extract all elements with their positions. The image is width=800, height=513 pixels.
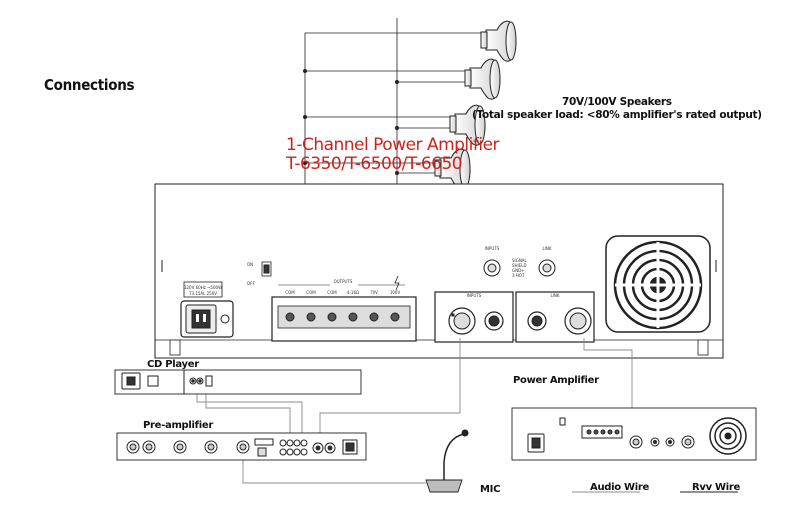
cd-player-label: CD Player — [147, 359, 199, 370]
slave-power-amplifier-device — [511, 407, 757, 461]
svg-text:3 HOT: 3 HOT — [512, 273, 525, 278]
power-amplifier-label: Power Amplifier — [513, 375, 599, 386]
mic-label: MIC — [480, 484, 501, 495]
speakers-caption-line1: 70V/100V Speakers — [562, 96, 672, 108]
amplifier-model-numbers: T-6350/T-6500/T-6650 — [286, 154, 463, 174]
svg-text:100V: 100V — [390, 290, 401, 295]
audio-wire-legend: Audio Wire — [590, 482, 649, 493]
svg-text:70V: 70V — [370, 290, 378, 295]
svg-text:COM: COM — [285, 290, 295, 295]
svg-text:GND+: GND+ — [512, 268, 525, 273]
microphone — [425, 429, 469, 493]
svg-text:OFF: OFF — [247, 281, 255, 286]
wire-junction-dots — [303, 69, 399, 175]
cooling-fan-grille — [605, 235, 711, 333]
speakers-caption-line2: (Total speaker load: <80% amplifier's ra… — [472, 109, 762, 121]
power-inlet: 120V 60Hz ~500W T3.15AL 250V — [180, 281, 234, 338]
power-switch: ON OFF — [247, 261, 272, 286]
pre-amplifier-device — [116, 432, 367, 461]
svg-text:COM: COM — [327, 290, 337, 295]
horn-speaker — [434, 148, 471, 190]
svg-text:COM: COM — [306, 290, 316, 295]
cd-player-device — [114, 369, 362, 395]
amplifier-title-line1: 1-Channel Power Amplifier — [286, 135, 500, 155]
speakers-caption: 70V/100V Speakers (Total speaker load: <… — [472, 96, 762, 122]
svg-text:LINK: LINK — [542, 246, 551, 251]
audio-wires — [196, 338, 640, 493]
horn-speaker — [480, 20, 517, 62]
inputs-panel: INPUTS — [434, 291, 514, 343]
output-terminal-block: OUTPUTS COM COM COM 4-16Ω 70V 100V — [271, 275, 417, 342]
svg-text:OUTPUTS: OUTPUTS — [334, 279, 353, 284]
svg-text:SHIELD: SHIELD — [512, 263, 527, 268]
svg-text:INPUTS: INPUTS — [467, 293, 482, 298]
terminal-screws — [285, 312, 400, 322]
svg-text:ON: ON — [247, 262, 253, 267]
amplifier-title: 1-Channel Power Amplifier T-6350/T-6500/… — [286, 135, 500, 174]
horn-speaker — [449, 104, 486, 146]
pre-amplifier-label: Pre-amplifier — [143, 420, 213, 431]
horn-speaker — [464, 58, 501, 100]
svg-text:INPUTS: INPUTS — [485, 246, 500, 251]
svg-text:120V 60Hz ~500W: 120V 60Hz ~500W — [184, 285, 222, 290]
xlr-jacks-upper: INPUTS LINK SIGNAL SHIELD GND+ 3 HOT — [483, 246, 556, 278]
svg-text:LINK: LINK — [550, 293, 559, 298]
rvv-wire-legend: Rvv Wire — [692, 482, 740, 493]
svg-text:4-16Ω: 4-16Ω — [347, 290, 359, 295]
link-panel: LINK — [515, 291, 595, 343]
svg-text:T3.15AL 250V: T3.15AL 250V — [188, 291, 217, 296]
page-heading: Connections — [44, 76, 135, 94]
svg-text:SIGNAL: SIGNAL — [512, 258, 528, 263]
